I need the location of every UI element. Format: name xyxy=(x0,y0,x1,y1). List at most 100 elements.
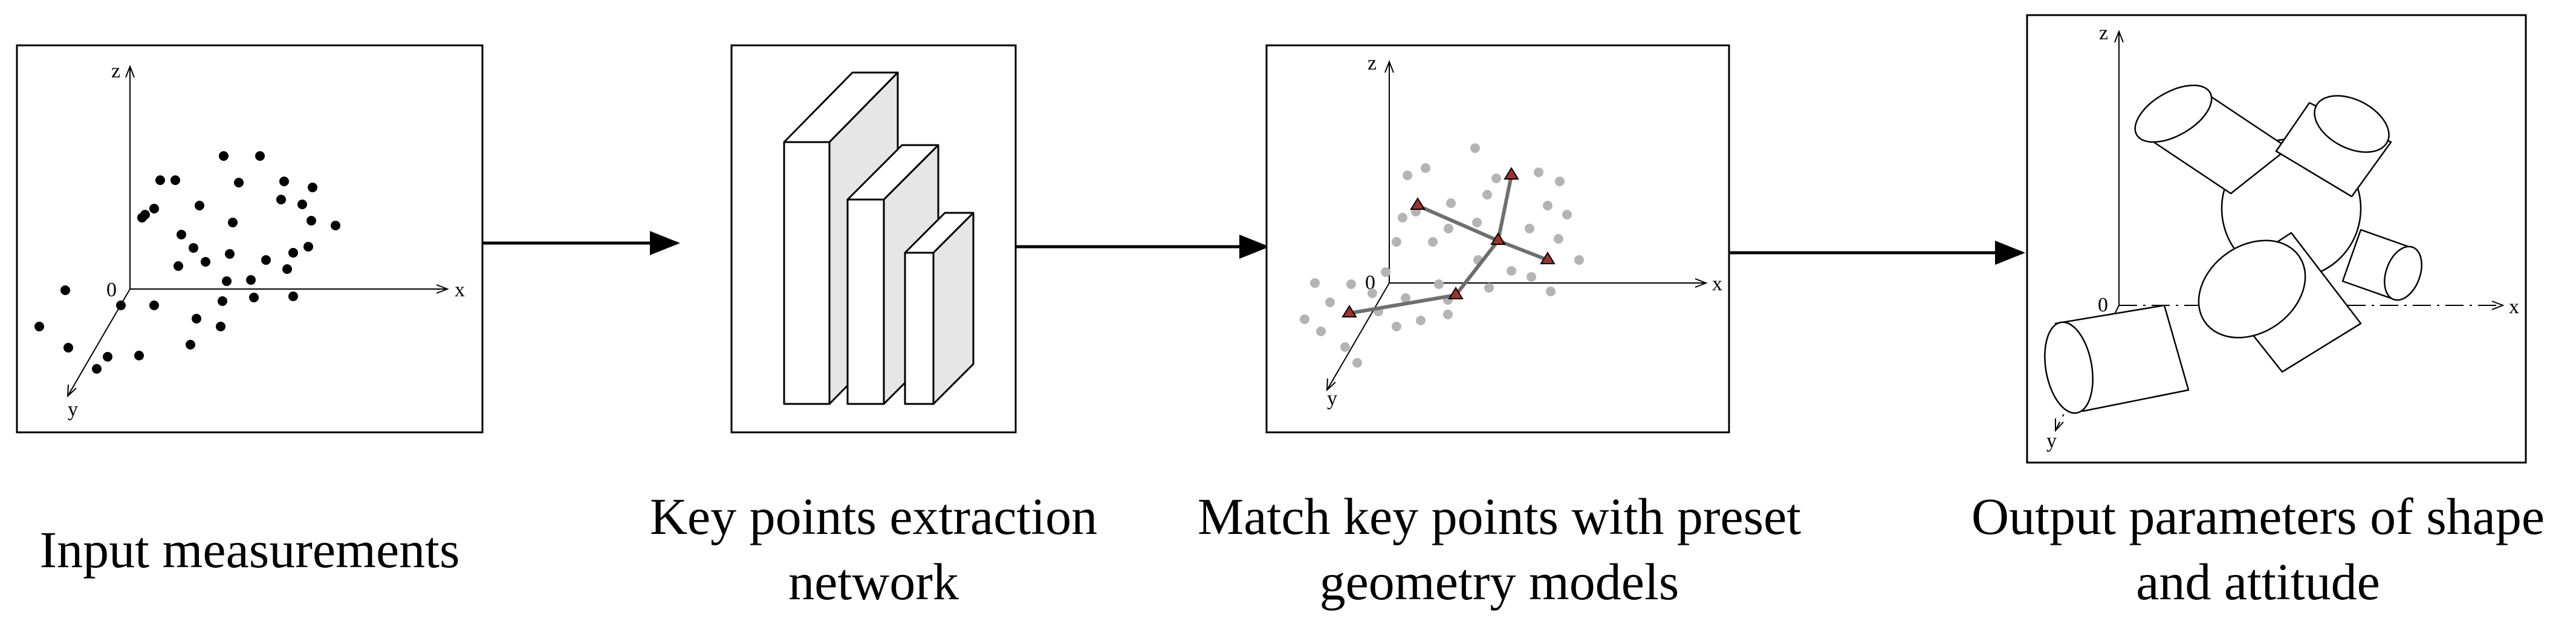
measurement-point xyxy=(174,261,183,271)
measurement-point xyxy=(137,213,147,223)
faded-measurement-point xyxy=(1446,198,1456,208)
x-axis-label: x xyxy=(455,279,465,301)
origin-label: 0 xyxy=(1365,271,1375,294)
z-axis-label: z xyxy=(1367,52,1377,74)
keypoint-marker xyxy=(1490,232,1506,245)
measurement-point xyxy=(103,352,112,362)
panel-input-measurements: z x y 0 xyxy=(16,44,484,434)
measurement-point xyxy=(219,151,229,161)
measurement-point xyxy=(189,243,198,253)
cylinder-lower-large xyxy=(2198,232,2362,373)
faded-measurement-point xyxy=(1534,167,1543,177)
measurement-point xyxy=(201,257,210,267)
faded-measurement-point xyxy=(1392,237,1401,247)
z-axis-arrow xyxy=(2114,30,2124,43)
measurement-point xyxy=(218,296,227,306)
z-axis-label: z xyxy=(111,60,120,82)
keypoint-marker xyxy=(1504,167,1519,180)
x-axis-arrow xyxy=(436,284,449,294)
x-axis-label: x xyxy=(1712,273,1722,295)
y-axis-arrow xyxy=(67,384,77,398)
cylinder-upper-right xyxy=(2275,95,2392,198)
faded-measurement-point xyxy=(1421,163,1430,173)
faded-measurement-point xyxy=(1381,267,1390,277)
faded-measurement-point xyxy=(1346,279,1356,289)
cylinder-lower-left xyxy=(2044,304,2190,414)
keypoint-marker xyxy=(1540,252,1556,264)
measurement-point xyxy=(92,364,102,374)
panel-frame xyxy=(16,44,484,434)
measurement-point xyxy=(228,218,238,227)
measurement-point xyxy=(303,242,313,252)
measurement-point xyxy=(307,216,316,226)
faded-measurement-point xyxy=(1484,283,1494,293)
measurement-point xyxy=(186,340,195,350)
faded-measurement-point xyxy=(1352,358,1362,368)
caption-line: network xyxy=(788,553,959,611)
faded-measurement-point xyxy=(1444,224,1453,233)
network-layer-small xyxy=(904,212,975,405)
caption-line: Output parameters of shape xyxy=(1971,487,2545,545)
y-axis-arrow xyxy=(1326,378,1336,392)
faded-measurement-point xyxy=(1428,237,1438,247)
measurement-point xyxy=(261,255,271,265)
caption-line: and attitude xyxy=(2136,553,2380,611)
faded-measurement-point xyxy=(1443,310,1453,319)
caption-line: Match key points with preset xyxy=(1197,487,1802,545)
faded-measurement-point xyxy=(1325,297,1335,307)
faded-measurement-point xyxy=(1554,234,1563,244)
measurement-point xyxy=(288,291,298,301)
geometry-model xyxy=(2044,84,2422,414)
faded-measurement-point xyxy=(1526,272,1536,282)
panel-network xyxy=(730,44,1017,434)
cylinder-right-small xyxy=(2341,229,2422,301)
measurement-point xyxy=(155,175,165,185)
faded-measurement-point xyxy=(1574,255,1584,265)
y-axis-arrow xyxy=(2055,418,2064,432)
faded-measurement-point xyxy=(1316,327,1326,336)
faded-measurement-point xyxy=(1470,143,1480,153)
caption-match-key-points: Match key points with preset geometry mo… xyxy=(1179,484,1820,614)
caption-line: Input measurements xyxy=(39,521,460,579)
measurement-point xyxy=(308,183,317,192)
caption-key-points-network: Key points extraction network xyxy=(605,484,1143,614)
origin-label: 0 xyxy=(2098,294,2108,316)
measurement-point xyxy=(279,177,289,186)
measurement-point xyxy=(234,178,244,187)
caption-line: geometry models xyxy=(1319,553,1679,611)
measurement-point xyxy=(170,175,180,185)
measurement-point xyxy=(288,248,298,258)
measurement-point xyxy=(331,221,340,230)
origin-label: 0 xyxy=(106,279,117,301)
faded-measurement-point xyxy=(1543,201,1552,210)
measurement-point xyxy=(60,285,70,295)
measurement-point xyxy=(134,351,144,360)
faded-measurement-point xyxy=(1434,279,1444,289)
keypoint-marker xyxy=(1342,305,1357,317)
faded-measurement-point xyxy=(1555,177,1565,186)
measurement-point xyxy=(34,322,44,331)
x-axis-arrow xyxy=(1695,278,1708,288)
y-axis-label: y xyxy=(2046,430,2057,452)
keypoint-marker xyxy=(1448,287,1464,299)
faded-measurement-point xyxy=(1562,210,1572,219)
keypoint-marker xyxy=(1410,197,1426,210)
measurement-point xyxy=(246,275,256,285)
faded-measurement-point xyxy=(1472,218,1482,227)
measurement-point xyxy=(192,314,201,324)
y-axis-label: y xyxy=(68,398,78,421)
measurement-point xyxy=(276,195,286,204)
z-axis-arrow xyxy=(125,65,135,78)
measurement-point xyxy=(63,343,73,353)
panel-output-model: z x y 0 xyxy=(2026,14,2527,464)
measurement-point xyxy=(222,276,232,286)
z-axis-arrow xyxy=(1384,60,1394,73)
y-axis xyxy=(1326,282,1390,391)
measurement-point xyxy=(297,200,307,209)
faded-measurement-point xyxy=(1300,314,1309,324)
panel-keypoint-matching: z x y 0 xyxy=(1265,44,1730,434)
faded-measurement-point xyxy=(1403,171,1412,180)
keypoint-skeleton xyxy=(1348,174,1549,315)
x-axis-arrow xyxy=(2491,301,2505,310)
